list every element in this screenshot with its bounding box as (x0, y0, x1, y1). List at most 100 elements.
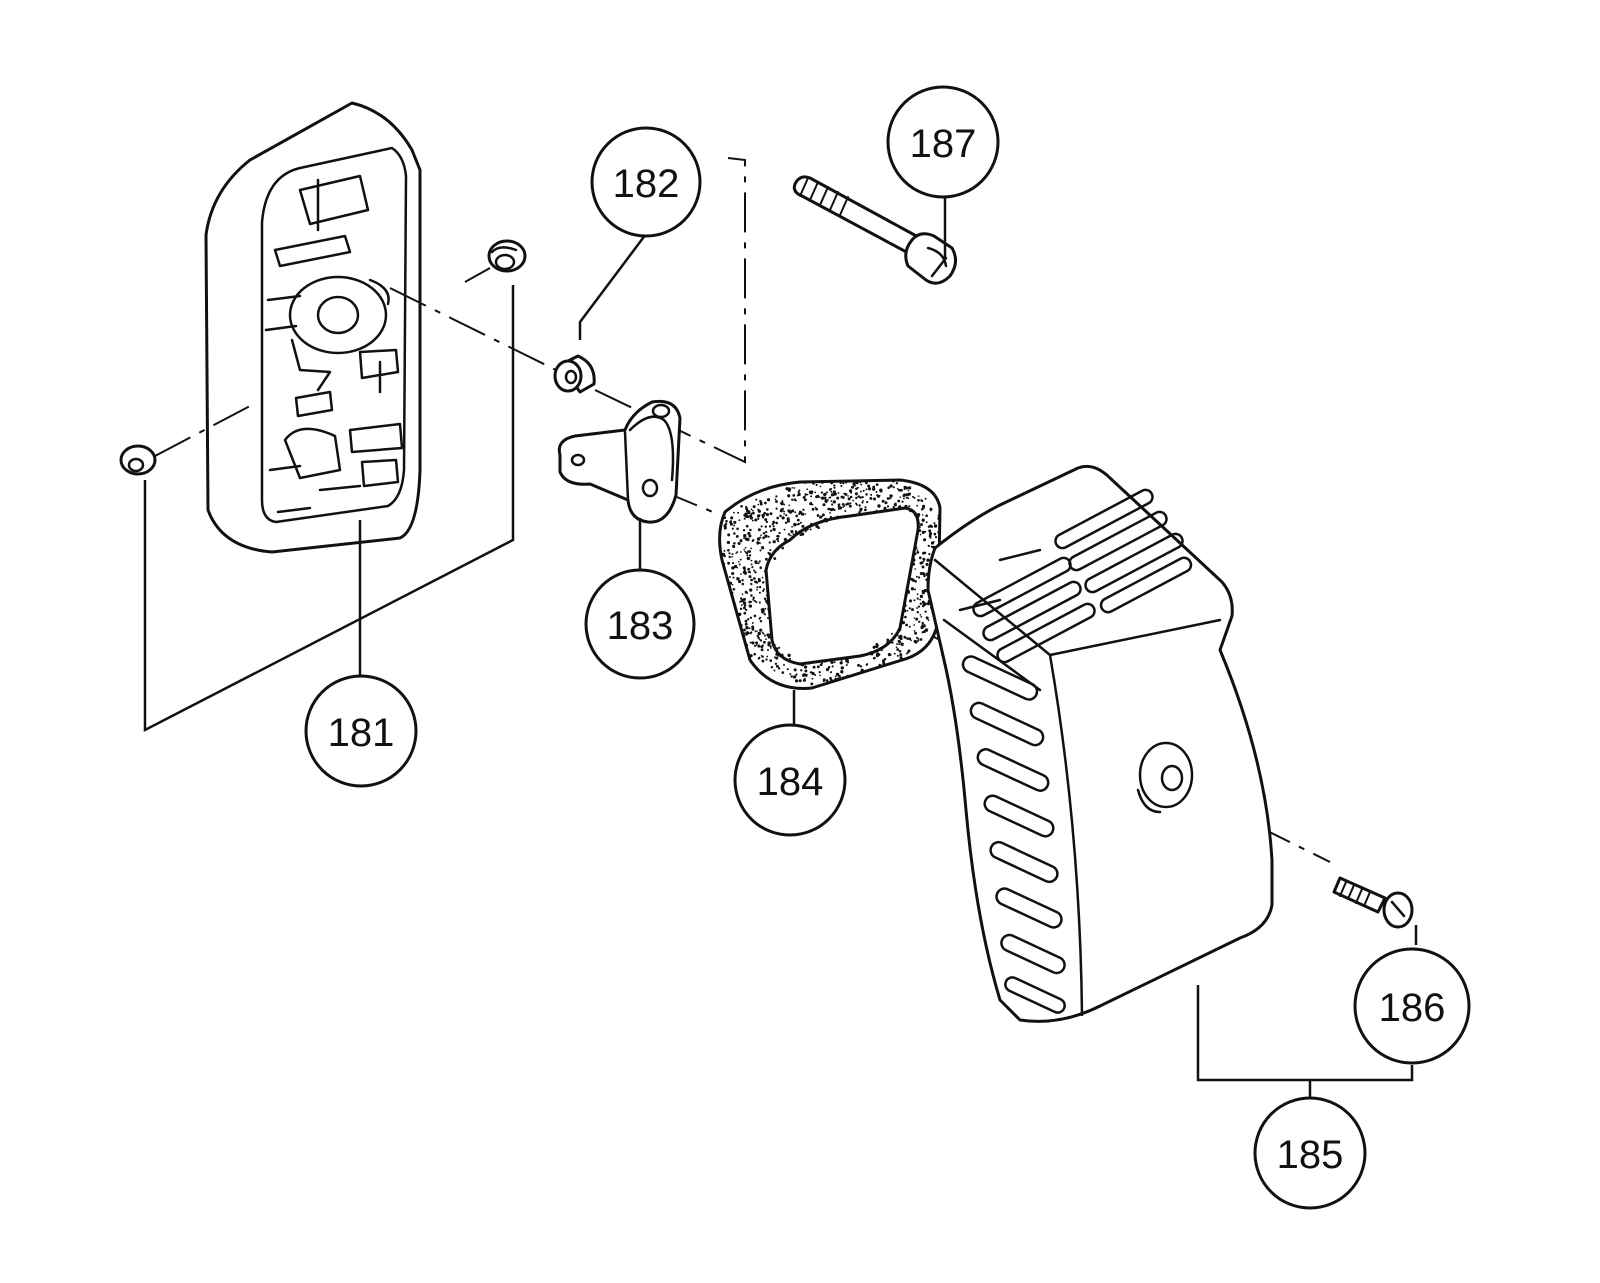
foam-speckle (880, 649, 883, 652)
foam-speckle (742, 529, 746, 532)
foam-speckle (787, 653, 791, 657)
foam-speckle (825, 519, 828, 523)
foam-speckle (920, 625, 924, 630)
foam-speckle (748, 554, 752, 557)
foam-speckle (818, 670, 821, 674)
callout-label-187: 187 (910, 122, 977, 166)
foam-speckle (897, 640, 900, 643)
foam-speckle (784, 521, 788, 524)
foam-speckle (916, 549, 919, 551)
foam-speckle (855, 503, 858, 506)
foam-speckle (919, 533, 922, 536)
foam-speckle (757, 636, 760, 640)
foam-speckle (755, 641, 759, 645)
foam-speckle (816, 665, 820, 669)
foam-speckle (830, 487, 833, 490)
foam-speckle (819, 485, 822, 488)
foam-speckle (814, 674, 817, 676)
foam-speckle (854, 492, 858, 496)
foam-speckle (772, 540, 776, 544)
washer-part (119, 444, 157, 476)
foam-speckle (753, 614, 757, 618)
foam-speckle (849, 495, 853, 499)
foam-speckle (770, 665, 774, 669)
foam-speckle (908, 599, 913, 603)
foam-speckle (891, 641, 894, 644)
foam-speckle (905, 623, 908, 627)
foam-speckle (922, 557, 926, 561)
foam-speckle (773, 557, 777, 560)
foam-speckle (872, 645, 876, 649)
foam-speckle (745, 505, 748, 508)
foam-speckle (830, 500, 833, 502)
foam-speckle (766, 648, 770, 652)
foam-speckle (763, 597, 767, 600)
foam-speckle (914, 568, 917, 570)
foam-speckle (798, 679, 802, 683)
foam-speckle (898, 635, 902, 639)
foam-speckle (903, 609, 907, 613)
foam-speckle (907, 497, 910, 500)
foam-speckle (744, 512, 748, 516)
foam-speckle (759, 502, 763, 506)
foam-speckle (804, 513, 807, 515)
foam-speckle (745, 551, 749, 555)
foam-speckle (869, 651, 873, 655)
foam-speckle (753, 599, 756, 602)
foam-speckle (757, 503, 760, 506)
foam-speckle (733, 542, 736, 545)
foam-speckle (882, 661, 886, 665)
foam-speckle (754, 630, 757, 633)
foam-speckle (723, 549, 726, 552)
foam-speckle (760, 608, 763, 611)
foam-speckle (803, 677, 806, 680)
foam-speckle (753, 652, 756, 656)
foam-speckle (925, 562, 929, 566)
foam-speckle (761, 659, 765, 663)
foam-speckle (733, 524, 736, 527)
foam-speckle (825, 501, 828, 504)
foam-speckle (765, 520, 768, 524)
foam-speckle (748, 510, 751, 513)
foam-speckle (900, 642, 904, 646)
foam-speckle (848, 655, 852, 660)
foam-speckle (748, 534, 752, 538)
foam-speckle (837, 492, 840, 494)
foam-speckle (742, 606, 746, 610)
foam-speckle (838, 506, 843, 510)
foam-speckle (754, 519, 757, 522)
foam-speckle (732, 545, 734, 547)
foam-speckle (754, 571, 757, 574)
foam-speckle (836, 659, 839, 661)
foam-speckle (750, 594, 753, 597)
foam-speckle (860, 668, 864, 672)
foam-speckle (740, 573, 742, 575)
foam-speckle (857, 663, 860, 667)
foam-speckle (876, 494, 879, 497)
foam-speckle (894, 502, 897, 505)
foam-speckle (746, 515, 750, 519)
foam-speckle (841, 676, 845, 680)
foam-speckle (849, 502, 852, 505)
foam-speckle (916, 610, 920, 614)
foam-speckle (759, 536, 762, 539)
foam-speckle (843, 505, 846, 507)
foam-speckle (896, 643, 898, 645)
foam-speckle (838, 675, 841, 678)
foam-speckle (819, 515, 823, 519)
foam-speckle (806, 488, 809, 491)
foam-speckle (727, 548, 730, 552)
foam-speckle (886, 641, 889, 644)
foam-speckle (791, 498, 794, 501)
foam-speckle (733, 520, 737, 524)
cover-top-vents (972, 488, 1193, 664)
foam-speckle (916, 514, 920, 518)
foam-speckle (759, 639, 763, 642)
callout-181: 181 (304, 674, 418, 788)
foam-speckle (829, 676, 832, 680)
foam-speckle (929, 507, 933, 511)
foam-speckle (790, 530, 794, 534)
foam-speckle (887, 486, 891, 490)
foam-speckle (788, 488, 792, 491)
foam-speckle (850, 485, 855, 489)
